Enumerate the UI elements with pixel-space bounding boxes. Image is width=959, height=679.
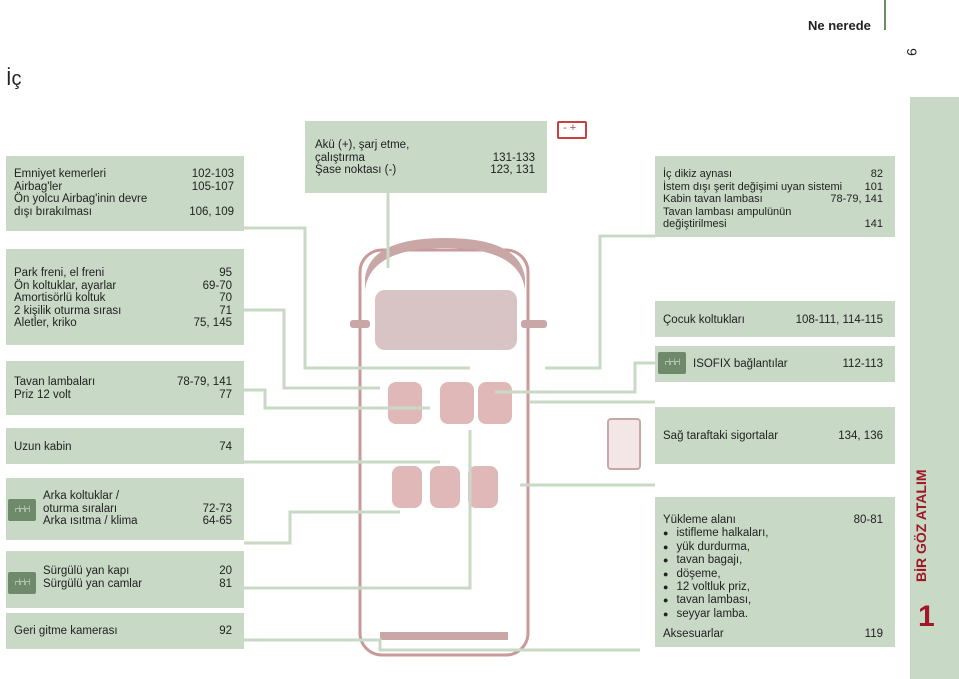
loading-list: istifleme halkaları, yük durdurma, tavan…: [663, 527, 883, 621]
entry-text: Sağ taraftaki sigortalar: [663, 430, 779, 442]
rear-seats-box: Arka koltuklar / oturma sıraları 72-73 Ar…: [6, 478, 244, 540]
entry-text: Amortisörlü koltuk: [14, 292, 106, 304]
entry-text: Ön koltuklar, ayarlar: [14, 279, 117, 292]
list-item: döşeme,: [663, 568, 883, 581]
entry-page: 101: [864, 180, 883, 193]
entry-text: ISOFIX bağlantılar: [693, 358, 788, 370]
entry-text: Geri gitme kamerası: [14, 625, 118, 637]
battery-box: Akü (+), şarj etme, çalıştırma 131-133 Şa…: [305, 121, 547, 193]
entry-page: 134, 136: [838, 430, 883, 442]
isofix-box: ISOFIX bağlantılar 112-113: [655, 346, 895, 382]
entry-page: 123, 131: [490, 164, 535, 176]
entry-page: 95: [219, 267, 232, 279]
entry-text: Şase noktası (-): [315, 164, 397, 176]
list-item: 12 voltluk priz,: [663, 581, 883, 594]
seat-group-icon: ⑁⑁⑁: [8, 499, 36, 521]
entry-text: değiştirilmesi: [663, 218, 727, 230]
entry-page: 108-111, 114-115: [795, 314, 883, 326]
chapter-sidebar: [910, 97, 959, 679]
entry-page: 78-79, 141: [177, 376, 232, 388]
entry-page: 72-73: [202, 502, 232, 515]
entry-page: 69-70: [202, 279, 232, 292]
list-item: tavan lambası,: [663, 594, 883, 607]
entry-text: Çocuk koltukları: [663, 314, 745, 326]
accessories-text: Aksesuarlar: [663, 628, 724, 641]
van-diagram: [350, 238, 547, 657]
list-item: tavan bagajı,: [663, 554, 883, 567]
entry-page: 81: [219, 577, 232, 590]
header-title: Ne nerede: [808, 18, 871, 33]
entry-text: 2 kişilik oturma sırası: [14, 304, 122, 317]
entry-page: 74: [219, 441, 232, 453]
entry-text: Sürgülü yan camlar: [43, 577, 143, 590]
fuse-box: Sağ taraftaki sigortalar 134, 136: [655, 407, 895, 464]
loading-title: Yükleme alanı: [663, 514, 736, 526]
child-seat-box: Çocuk koltukları 108-111, 114-115: [655, 301, 895, 337]
entry-text: Park freni, el freni: [14, 267, 105, 279]
entry: Ön yolcu Airbag'inin devre: [14, 193, 148, 205]
entry-text: Sürgülü yan kapı: [43, 565, 130, 577]
chapter-number: 1: [918, 600, 935, 633]
entry-page: 75, 145: [193, 317, 232, 329]
entry-page: 131-133: [492, 151, 535, 164]
loading-page: 80-81: [853, 514, 883, 526]
battery-icon: - +: [557, 121, 587, 139]
entry-page: 77: [219, 388, 232, 401]
seat-group-icon: ⑁⑁⑁: [658, 352, 686, 374]
entry-page: 64-65: [202, 515, 232, 527]
entry-text: Priz 12 volt: [14, 388, 71, 401]
camera-box: Geri gitme kamerası 92: [6, 613, 244, 649]
seat-group-icon: ⑁⑁⑁: [8, 572, 36, 594]
list-item: seyyar lamba.: [663, 608, 883, 621]
entry-page: 82: [870, 168, 883, 180]
list-item: yük durdurma,: [663, 541, 883, 554]
entry-page: 20: [219, 565, 232, 577]
entry-text: Arka koltuklar /: [43, 490, 120, 502]
entry-text: çalıştırma: [315, 151, 365, 164]
entry-text: İstem dışı şerit değişimi uyan sistemi: [663, 180, 843, 193]
entry-page: 112-113: [842, 358, 884, 370]
entry-page: 70: [219, 292, 232, 304]
entry-text: Tavan lambaları: [14, 376, 96, 388]
entry-text: Tavan lambası ampulünün: [663, 205, 792, 218]
entry-page: 78-79, 141: [830, 193, 883, 205]
ceiling-box: Tavan lambaları 78-79, 141 Priz 12 volt 77: [6, 361, 244, 415]
entry-text: Aletler, kriko: [14, 317, 77, 329]
sliding-door-box: Sürgülü yan kapı 20 Sürgülü yan camlar 81: [6, 551, 244, 608]
fuse-icon: [607, 418, 641, 470]
entry-text: Uzun kabin: [14, 441, 72, 453]
entry-text: Kabin tavan lambası: [663, 193, 763, 205]
entry-page: 141: [864, 218, 883, 230]
entry-text: Arka ısıtma / klima: [43, 515, 138, 527]
section-title: İç: [6, 68, 22, 90]
list-item: istifleme halkaları,: [663, 527, 883, 540]
accessories-page: 119: [864, 628, 883, 641]
entry-page: 92: [219, 625, 232, 637]
header-rule: [884, 0, 886, 30]
entry-text: oturma sıraları: [43, 502, 118, 515]
entry-text: İç dikiz aynası: [663, 168, 733, 180]
entry-page: 71: [219, 304, 232, 317]
mirror-box: İç dikiz aynası 82 İstem dışı şerit değiş…: [655, 156, 895, 237]
brake-box: Park freni, el freni 95 Ön koltuklar, aya…: [6, 249, 244, 345]
battery-sign-label: - +: [563, 122, 577, 134]
loading-area-box: Yükleme alanı 80-81 istifleme halkaları, …: [655, 497, 895, 647]
cabin-box: Uzun kabin 74: [6, 428, 244, 464]
entry-text: Akü (+), şarj etme,: [315, 139, 410, 151]
